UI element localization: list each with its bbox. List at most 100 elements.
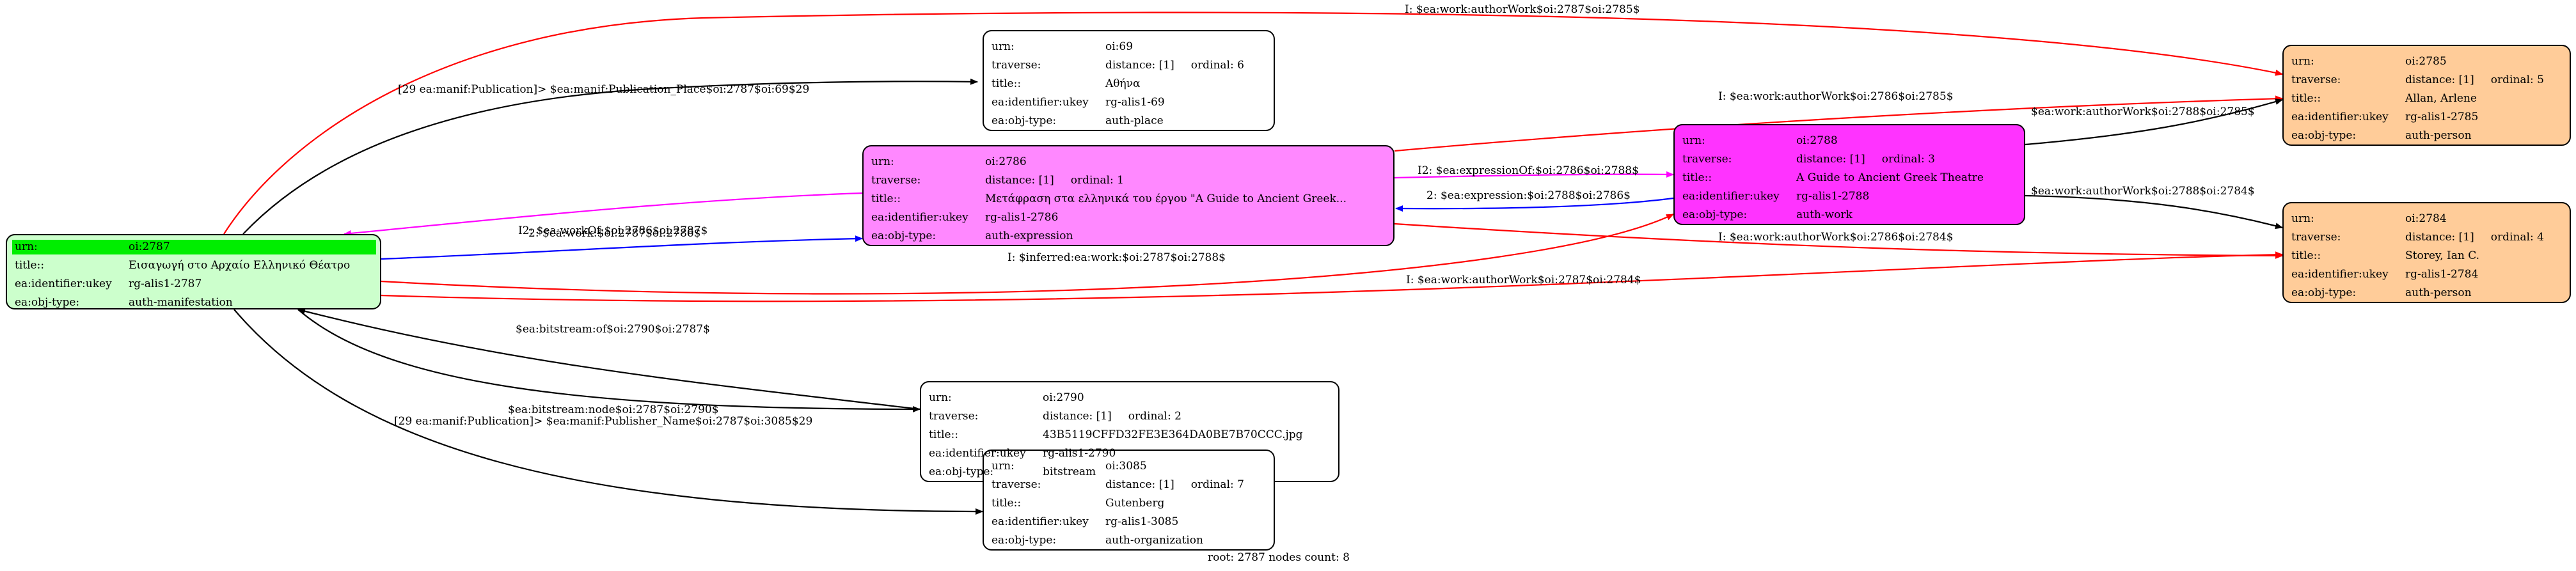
field-key: title:: <box>2291 92 2321 105</box>
field-value: Gutenberg <box>1105 497 1165 510</box>
field-key: title:: <box>929 428 959 441</box>
field-key: urn: <box>2291 212 2314 225</box>
field-value: auth-person <box>2405 129 2472 142</box>
node-field-row: ea:identifier:ukey rg-alis1-2784 <box>2291 265 2561 284</box>
field-value: Μετάφραση στα ελληνικά του έργου "A Guid… <box>985 192 1347 205</box>
edge-label-e1: I: $ea:work:authorWork$oi:2787$oi:2785$ <box>1405 3 1640 16</box>
node-field-row: urn:oi:2790 <box>929 389 1329 407</box>
edge-label-e3: I2: $ea:workOf:$oi:2786$oi:2787$ <box>518 224 707 237</box>
field-key: urn: <box>992 40 1015 53</box>
node-field-row: traverse:distance: [1]ordinal: 1 <box>871 171 1384 190</box>
edge-e15 <box>233 309 983 515</box>
edge-label-e10: I: $inferred:ea:work:$oi:2787$oi:2788$ <box>1007 251 1226 264</box>
graph-footer: root: 2787 nodes count: 8 <box>1208 551 1350 564</box>
node-field-row: urn:oi:2784 <box>2291 210 2561 228</box>
field-value: distance: [1] <box>1105 59 1174 72</box>
field-key: title:: <box>2291 249 2321 262</box>
edge-e8 <box>2025 98 2283 146</box>
node-field-row: title::Gutenberg <box>992 494 1265 513</box>
edge-label-e12: I: $ea:work:authorWork$oi:2787$oi:2784$ <box>1406 274 1641 286</box>
field-value: 43B5119CFFD32FE3E364DA0BE7B70CCC.jpg <box>1043 428 1303 441</box>
field-key: ea:obj-type: <box>2291 129 2357 142</box>
edge-label-e11: I: $ea:work:authorWork$oi:2786$oi:2784$ <box>1718 231 1954 244</box>
field-value: Storey, Ian C. <box>2405 249 2480 262</box>
edge-e5 <box>1394 95 2283 152</box>
edge-e3 <box>344 192 864 237</box>
node-field-row: title::Storey, Ian C. <box>2291 247 2561 265</box>
field-value: distance: [1] <box>2405 231 2474 244</box>
edge-e11 <box>1394 223 2283 259</box>
node-field-row: traverse:distance: [1]ordinal: 3 <box>1682 150 2015 169</box>
field-value: rg-alis1-3085 <box>1105 515 1179 528</box>
field-value: distance: [1] <box>2405 74 2474 86</box>
field-ordinal: ordinal: 4 <box>2490 231 2544 244</box>
node-field-row: ea:obj-type: auth-person <box>2291 127 2561 145</box>
edge-label-e4: 2: $ea:work:$oi:2787$oi:2786$ <box>528 227 700 240</box>
field-value: oi:69 <box>1105 40 1134 53</box>
field-key: title:: <box>992 77 1022 90</box>
field-ordinal: ordinal: 7 <box>1190 478 1244 491</box>
node-field-row: title::43B5119CFFD32FE3E364DA0BE7B70CCC.… <box>929 426 1329 444</box>
field-value: oi:2785 <box>2405 55 2447 68</box>
field-key: urn: <box>992 460 1015 473</box>
node-field-row: ea:obj-type:auth-expression <box>871 227 1384 246</box>
field-ordinal: ordinal: 5 <box>2490 74 2544 86</box>
field-key: ea:obj-type: <box>15 296 80 309</box>
node-field-row: ea:obj-type:auth-work <box>1682 206 2015 224</box>
field-key: ea:identifier:ukey <box>2291 268 2389 281</box>
field-key: traverse: <box>871 174 921 187</box>
field-value: rg-alis1-2784 <box>2405 268 2479 281</box>
node-oi-2784[interactable]: urn:oi:2784 traverse: distance: [1] ordinal… <box>2282 202 2571 303</box>
field-key: ea:identifier:ukey <box>2291 111 2389 123</box>
edge-label-e13: $ea:bitstream:of$oi:2790$oi:2787$ <box>516 323 710 336</box>
field-key: ea:obj-type: <box>2291 286 2357 299</box>
node-oi-2785[interactable]: urn: oi:2785 traverse: distance: [1] ordinal… <box>2282 45 2571 146</box>
field-key: urn: <box>2291 55 2314 68</box>
edge-e13 <box>297 308 921 411</box>
node-field-row: ea:obj-type:bitstream <box>929 463 1329 481</box>
field-key: ea:identifier:ukey <box>1682 190 1780 203</box>
node-field-row: traverse: distance: [1] ordinal: 5 <box>2291 71 2561 90</box>
field-ordinal: ordinal: 6 <box>1190 59 1244 72</box>
field-value: Εισαγωγή στο Αρχαίο Ελληνικό Θέατρο <box>129 259 351 272</box>
node-field-row: urn:oi:3085 <box>992 457 1265 476</box>
node-field-row: title::Μετάφραση στα ελληνικά του έργου … <box>871 190 1384 208</box>
field-value: rg-alis1-2790 <box>1043 447 1116 460</box>
field-value: distance: [1] <box>1796 153 1865 166</box>
edge-e7 <box>1395 197 1674 212</box>
field-value: auth-work <box>1796 208 1853 221</box>
node-field-row: ea:identifier:ukey rg-alis1-2788 <box>1682 187 2015 206</box>
edge-e1 <box>223 12 2283 235</box>
field-key: traverse: <box>929 410 979 423</box>
field-key: ea:identifier:ukey <box>992 515 1089 528</box>
field-key: traverse: <box>2291 74 2341 86</box>
field-key: ea:obj-type: <box>992 114 1057 127</box>
field-key: title:: <box>15 259 45 272</box>
node-field-row: title::Εισαγωγή στο Αρχαίο Ελληνικό Θέατ… <box>15 256 371 275</box>
edge-e10 <box>381 214 1674 295</box>
field-key: traverse: <box>2291 231 2341 244</box>
node-field-row: ea:obj-type:auth-place <box>992 112 1265 130</box>
field-value: rg-alis1-2788 <box>1796 190 1870 203</box>
node-field-row: urn: oi:69 <box>992 38 1265 56</box>
node-field-row: title::A Guide to Ancient Greek Theatre <box>1682 169 2015 187</box>
field-value: oi:2790 <box>1043 391 1084 404</box>
field-key: ea:obj-type: <box>929 465 994 478</box>
field-key: ea:identifier:ukey <box>992 96 1089 109</box>
field-key: title:: <box>992 497 1022 510</box>
field-value: distance: [1] <box>1105 478 1174 491</box>
node-field-row: ea:obj-type:auth-person <box>2291 284 2561 302</box>
node-field-row: urn: oi:2785 <box>2291 52 2561 71</box>
field-value: oi:2788 <box>1796 134 1838 147</box>
edge-e12 <box>381 251 2283 302</box>
edge-e6 <box>1394 171 1674 179</box>
